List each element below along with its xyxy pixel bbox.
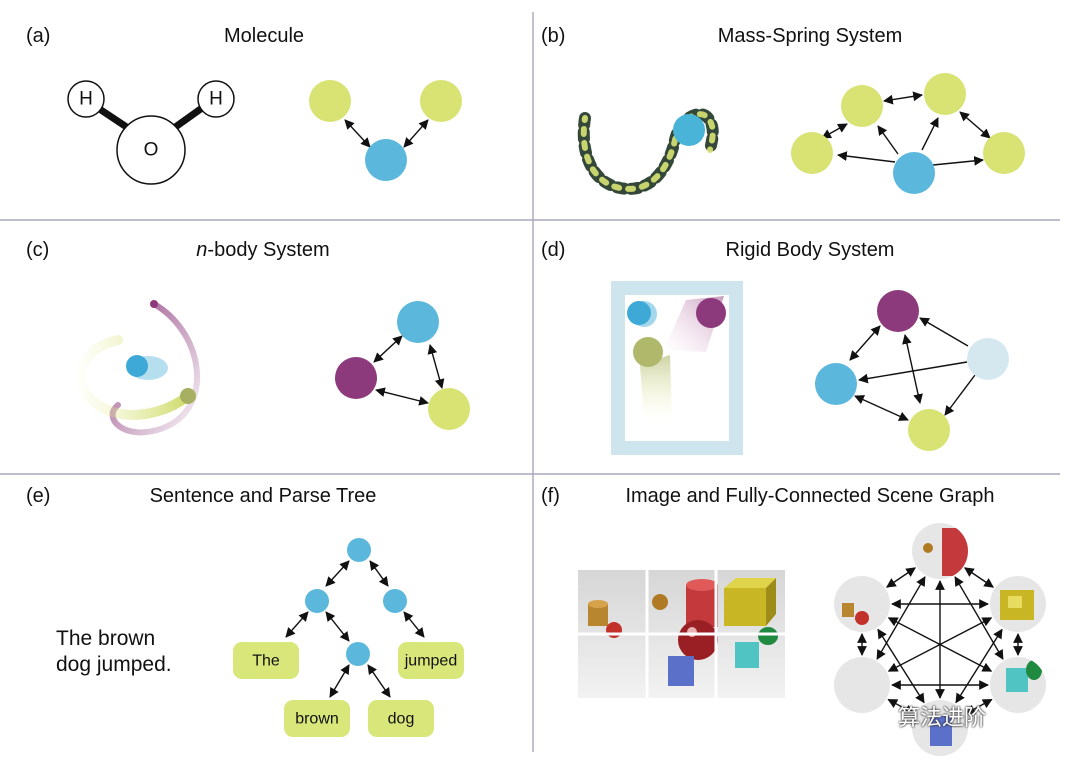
atom-h-right-label: H — [209, 89, 223, 110]
rigid-node-blue — [815, 363, 857, 405]
sentence-text: The brown dog jumped. — [56, 626, 172, 678]
nbody-graph — [335, 301, 470, 430]
rigid-node-green — [908, 409, 950, 451]
scene-edge — [887, 617, 993, 672]
nbody-node-blue — [397, 301, 439, 343]
word-the: The — [252, 653, 280, 670]
word-dog: dog — [388, 711, 415, 728]
word-box-the — [233, 642, 299, 679]
edge-a2 — [403, 119, 429, 148]
panel-b-title: Mass-Spring System — [718, 25, 903, 47]
tree-node-right — [383, 589, 407, 613]
mass-spring-graph — [791, 73, 1025, 194]
scene-graph — [834, 523, 1046, 756]
sentence-line-2: dog jumped. — [56, 653, 172, 676]
atom-o — [116, 115, 186, 185]
ms-node-green-4 — [983, 132, 1025, 174]
panel-c-title: n-body System — [196, 239, 329, 261]
panel-c-title-rest: -body System — [207, 239, 329, 261]
word-brown: brown — [295, 711, 339, 728]
molecule-graph — [309, 80, 462, 181]
bond-left — [96, 105, 130, 131]
sentence-line-1: The brown — [56, 627, 156, 650]
panel-d-title: Rigid Body System — [726, 239, 895, 261]
graph-node-blue — [365, 139, 407, 181]
panel-c-title-italic: n — [196, 239, 207, 261]
scene-edge — [965, 698, 993, 715]
scene-image — [578, 570, 785, 698]
ms-node-green-3 — [791, 132, 833, 174]
molecule-drawing: H O H — [67, 80, 235, 185]
tree-node-left — [305, 589, 329, 613]
scene-node-bottom — [912, 700, 968, 756]
panel-d-tag: (d) — [541, 239, 565, 261]
panel-c-tag: (c) — [26, 239, 49, 261]
rigid-graph — [815, 290, 1009, 451]
scene-edge — [887, 698, 915, 715]
word-box-brown — [284, 700, 350, 737]
scene-node-left — [834, 576, 890, 632]
rigid-node-paleblue — [967, 338, 1009, 380]
tree-node-mid — [346, 642, 370, 666]
word-box-jumped — [398, 642, 464, 679]
bond-right — [171, 105, 205, 131]
panel-a-tag: (a) — [26, 25, 50, 47]
scene-edge — [886, 567, 916, 588]
panel-a-title: Molecule — [224, 25, 304, 47]
panel-e-tag: (e) — [26, 485, 50, 507]
graph-node-green-left — [309, 80, 351, 122]
spring-chain — [577, 108, 719, 195]
tree-node-root — [347, 538, 371, 562]
panel-grid — [0, 12, 1060, 752]
nbody-blue-body — [126, 355, 148, 377]
scene-node-right — [990, 576, 1046, 632]
watermark: 算法进阶 — [898, 706, 987, 731]
graph-node-green-right — [420, 80, 462, 122]
atom-h-right — [197, 80, 235, 118]
scene-edge — [955, 628, 1003, 704]
ms-node-green-1 — [841, 85, 883, 127]
panel-f-tag: (f) — [541, 485, 560, 507]
rigid-node-purple — [877, 290, 919, 332]
atom-h-left-label: H — [79, 89, 93, 110]
scene-node-top — [912, 523, 968, 579]
scene-edge — [964, 567, 994, 588]
panel-e-title: Sentence and Parse Tree — [150, 485, 377, 507]
ms-node-blue — [893, 152, 935, 194]
scene-node-lower-right — [990, 657, 1046, 713]
spring-mass-blue — [673, 114, 705, 146]
nbody-node-green — [428, 388, 470, 430]
scene-node-lower-left — [834, 657, 890, 713]
ms-node-green-2 — [924, 73, 966, 115]
word-box-dog — [368, 700, 434, 737]
panel-f-title: Image and Fully-Connected Scene Graph — [625, 485, 994, 507]
word-jumped: jumped — [404, 653, 457, 670]
atom-o-label: O — [144, 140, 159, 161]
parse-tree: The jumped brown dog — [233, 538, 464, 737]
nbody-trails — [75, 300, 201, 436]
nbody-node-purple — [335, 357, 377, 399]
scene-graph-edges — [857, 567, 1023, 715]
panel-b-tag: (b) — [541, 25, 565, 47]
edge-a1 — [344, 119, 371, 148]
atom-h-left — [67, 80, 105, 118]
rigid-box — [611, 281, 743, 455]
